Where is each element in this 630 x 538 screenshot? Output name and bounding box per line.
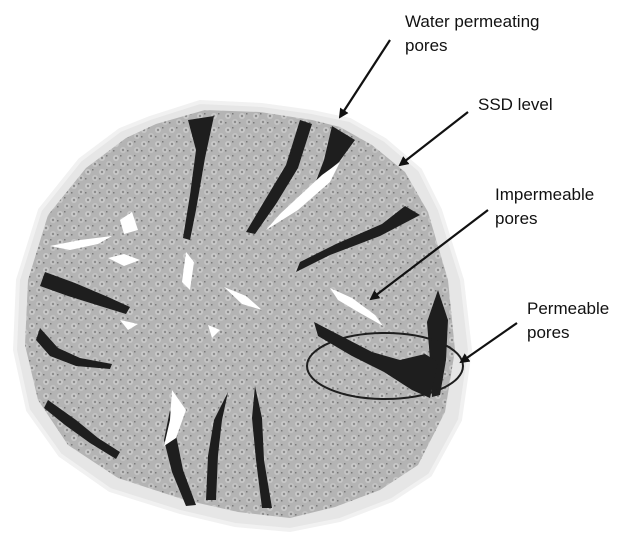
arrow-ssd-level bbox=[400, 112, 468, 165]
label-permeable-pores-line-2: pores bbox=[527, 321, 609, 345]
label-water-permeating-pores-line-2: pores bbox=[405, 34, 539, 58]
label-impermeable-pores-line-1: Impermeable bbox=[495, 183, 594, 207]
arrow-water-permeating-pores bbox=[340, 40, 390, 117]
label-water-permeating-pores: Water permeating pores bbox=[405, 10, 539, 58]
label-permeable-pores: Permeable pores bbox=[527, 297, 609, 345]
label-impermeable-pores-line-2: pores bbox=[495, 207, 594, 231]
label-ssd-level: SSD level bbox=[478, 93, 553, 117]
label-permeable-pores-line-1: Permeable bbox=[527, 297, 609, 321]
aggregate-particle bbox=[25, 110, 455, 518]
label-water-permeating-pores-line-1: Water permeating bbox=[405, 10, 539, 34]
label-impermeable-pores: Impermeable pores bbox=[495, 183, 594, 231]
